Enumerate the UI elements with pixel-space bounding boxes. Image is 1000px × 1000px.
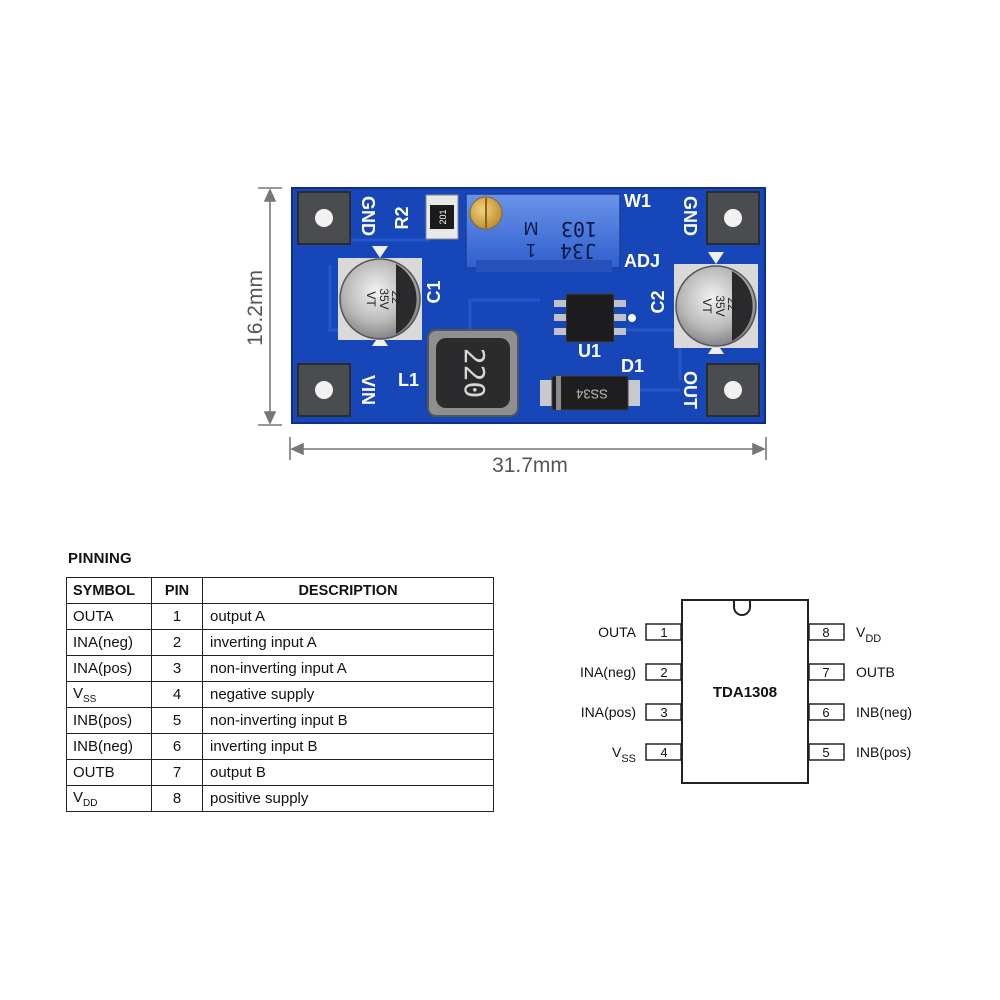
cell-pin: 6 [151, 733, 203, 760]
svg-text:SS34: SS34 [576, 387, 608, 402]
cell-pin: 7 [151, 759, 203, 786]
ic-name: TDA1308 [713, 684, 777, 701]
svg-text:22: 22 [725, 297, 739, 311]
ic-pin-right-8: 8 VDD [808, 623, 881, 645]
ic-notch [733, 600, 751, 616]
svg-text:VT: VT [700, 298, 714, 314]
silk-l1: L1 [398, 370, 419, 390]
table-header-row: SYMBOL PIN DESCRIPTION [66, 577, 494, 604]
svg-text:J34: J34 [560, 239, 596, 263]
header-symbol: SYMBOL [66, 577, 152, 604]
svg-text:35V: 35V [377, 288, 391, 309]
svg-text:103: 103 [561, 217, 597, 241]
svg-text:VSS: VSS [612, 744, 636, 765]
pad-gnd-right [706, 191, 760, 245]
resistor-r2: 201 [425, 194, 459, 240]
ic-pin-right-7: 7 OUTB [808, 663, 895, 681]
diode-d1: SS34 [540, 375, 640, 411]
height-dimension [258, 187, 282, 426]
pinning-title: PINNING [68, 550, 132, 567]
svg-text:35V: 35V [713, 295, 727, 316]
cell-description: negative supply [202, 681, 494, 708]
ic-body [681, 599, 809, 784]
svg-text:VT: VT [364, 291, 378, 307]
ic-pin-left-1: 1 OUTA [598, 623, 682, 641]
cell-description: non-inverting input B [202, 707, 494, 734]
chip-u1 [554, 293, 636, 343]
svg-text:201: 201 [438, 209, 448, 224]
silk-adj: ADJ [624, 251, 660, 271]
cell-description: non-inverting input A [202, 655, 494, 682]
cell-pin: 2 [151, 629, 203, 656]
svg-text:6: 6 [822, 705, 829, 720]
svg-text:3: 3 [660, 705, 667, 720]
silk-vin: VIN [358, 375, 378, 405]
ic-pin-right-5: 5 INB(pos) [808, 743, 911, 761]
svg-text:OUTA: OUTA [598, 624, 637, 640]
pad-out [706, 363, 760, 417]
svg-text:1: 1 [526, 240, 536, 260]
silk-d1: D1 [621, 356, 644, 376]
svg-text:22: 22 [389, 290, 403, 304]
cell-pin: 8 [151, 785, 203, 812]
width-dimension [289, 437, 767, 460]
capacitor-c1: 22 35V VT [338, 246, 422, 346]
ic-pin-right-6: 6 INB(neg) [808, 703, 912, 721]
width-label: 31.7mm [492, 454, 568, 477]
pad-gnd-left [297, 191, 351, 245]
svg-text:2: 2 [660, 665, 667, 680]
ic-pin-left-3: 3 INA(pos) [581, 703, 682, 721]
capacitor-c2: 22 35V VT [674, 252, 758, 354]
svg-text:220: 220 [458, 348, 491, 399]
header-pin: PIN [151, 577, 203, 604]
cell-symbol: INA(neg) [66, 629, 152, 656]
cell-symbol: OUTB [66, 759, 152, 786]
svg-text:7: 7 [822, 665, 829, 680]
silk-gnd-right: GND [680, 196, 700, 236]
svg-text:INA(pos): INA(pos) [581, 704, 636, 720]
ic-pinout-diagram: TDA1308 1 OUTA 2 INA(neg) 3 INA(pos) 4 VSS 8 VDD 7… [580, 599, 912, 784]
board-illustration: 16.2mm 31.7mm GND VIN GND OUT [244, 187, 767, 477]
svg-text:M: M [524, 218, 539, 238]
svg-text:INB(neg): INB(neg) [856, 704, 912, 720]
silk-gnd-left: GND [358, 196, 378, 236]
ic-pin-left-2: 2 INA(neg) [580, 663, 682, 681]
potentiometer-w1: 103 M J34 1 [465, 193, 621, 272]
svg-text:OUTB: OUTB [856, 664, 895, 680]
svg-text:INA(neg): INA(neg) [580, 664, 636, 680]
cell-symbol: OUTA [66, 603, 152, 630]
svg-text:INB(pos): INB(pos) [856, 744, 911, 760]
silk-u1: U1 [578, 341, 601, 361]
silk-w1: W1 [624, 191, 651, 211]
ic-pin-left-4: 4 VSS [612, 743, 682, 765]
silk-c1: C1 [424, 280, 444, 303]
inductor-l1: 220 [427, 329, 519, 417]
svg-text:1: 1 [660, 625, 667, 640]
cell-pin: 5 [151, 707, 203, 734]
svg-text:4: 4 [660, 745, 667, 760]
svg-text:VDD: VDD [856, 624, 881, 645]
silk-r2: R2 [392, 206, 412, 229]
cell-description: positive supply [202, 785, 494, 812]
svg-text:8: 8 [822, 625, 829, 640]
silk-out: OUT [680, 371, 700, 409]
height-label: 16.2mm [244, 270, 267, 346]
cell-symbol: VSS [66, 681, 152, 708]
pad-vin [297, 363, 351, 417]
svg-text:5: 5 [822, 745, 829, 760]
cell-pin: 3 [151, 655, 203, 682]
silk-c2: C2 [648, 290, 668, 313]
